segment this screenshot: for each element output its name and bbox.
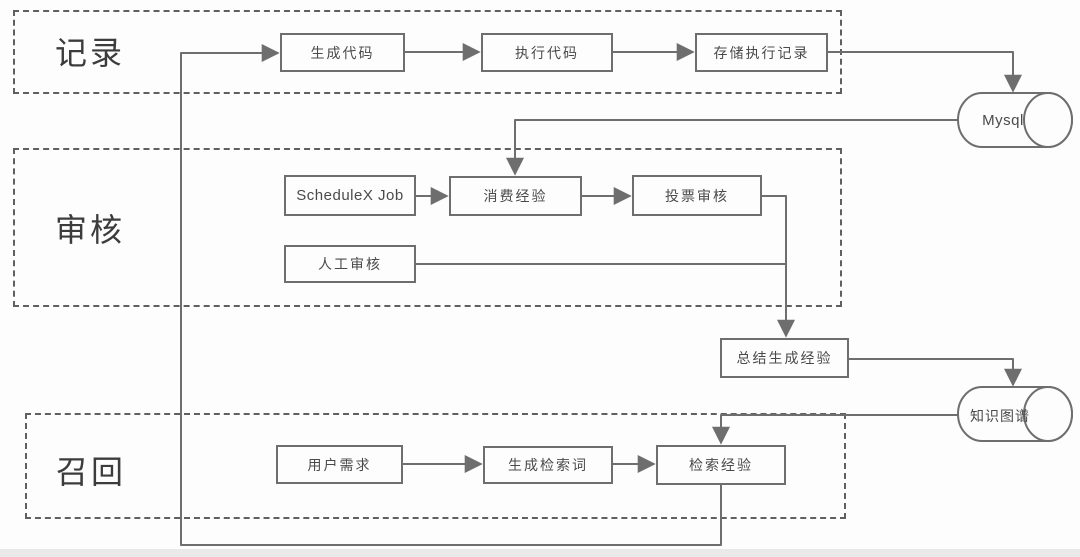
node-consume-exp: 消费经验 xyxy=(449,176,582,216)
node-exec-code: 执行代码 xyxy=(481,33,613,72)
mysql-cylinder-rim xyxy=(1023,92,1073,148)
section-recall-box xyxy=(25,413,846,519)
node-gen-query: 生成检索词 xyxy=(483,446,613,484)
section-review-box xyxy=(13,148,842,307)
node-user-demand: 用户需求 xyxy=(276,445,403,484)
datastore-knowledge-graph-shape xyxy=(957,386,1073,442)
connector-mysql-to-consume-exp xyxy=(506,119,958,176)
node-manual-review: 人工审核 xyxy=(284,245,416,283)
node-summarize-exp: 总结生成经验 xyxy=(720,338,849,378)
connector-summarize-exp-to-knowledge-graph xyxy=(849,358,1022,387)
node-schedulex-job: ScheduleX Job xyxy=(284,175,416,216)
connector-knowledge-graph-to-retrieve-exp xyxy=(712,414,958,445)
node-store-record: 存储执行记录 xyxy=(695,33,828,72)
connector-vote-review-to-summarize-exp xyxy=(762,195,795,338)
knowledge-graph-cylinder-rim xyxy=(1023,386,1073,442)
node-gen-code: 生成代码 xyxy=(280,33,405,72)
section-recall-label: 召回 xyxy=(56,454,127,490)
node-retrieve-exp: 检索经验 xyxy=(656,445,786,485)
section-review-label: 审核 xyxy=(55,212,126,248)
datastore-mysql-label: Mysql xyxy=(982,112,1024,129)
connector-retrieve-exp-feedback-to-gen-code xyxy=(180,44,722,546)
node-vote-review: 投票审核 xyxy=(632,175,762,216)
footer-strip xyxy=(0,549,1080,557)
connector-store-record-to-mysql xyxy=(828,51,1022,93)
section-record-label: 记录 xyxy=(55,35,126,71)
datastore-mysql-shape xyxy=(957,92,1073,148)
datastore-knowledge-graph-label: 知识图谱 xyxy=(970,408,1030,424)
